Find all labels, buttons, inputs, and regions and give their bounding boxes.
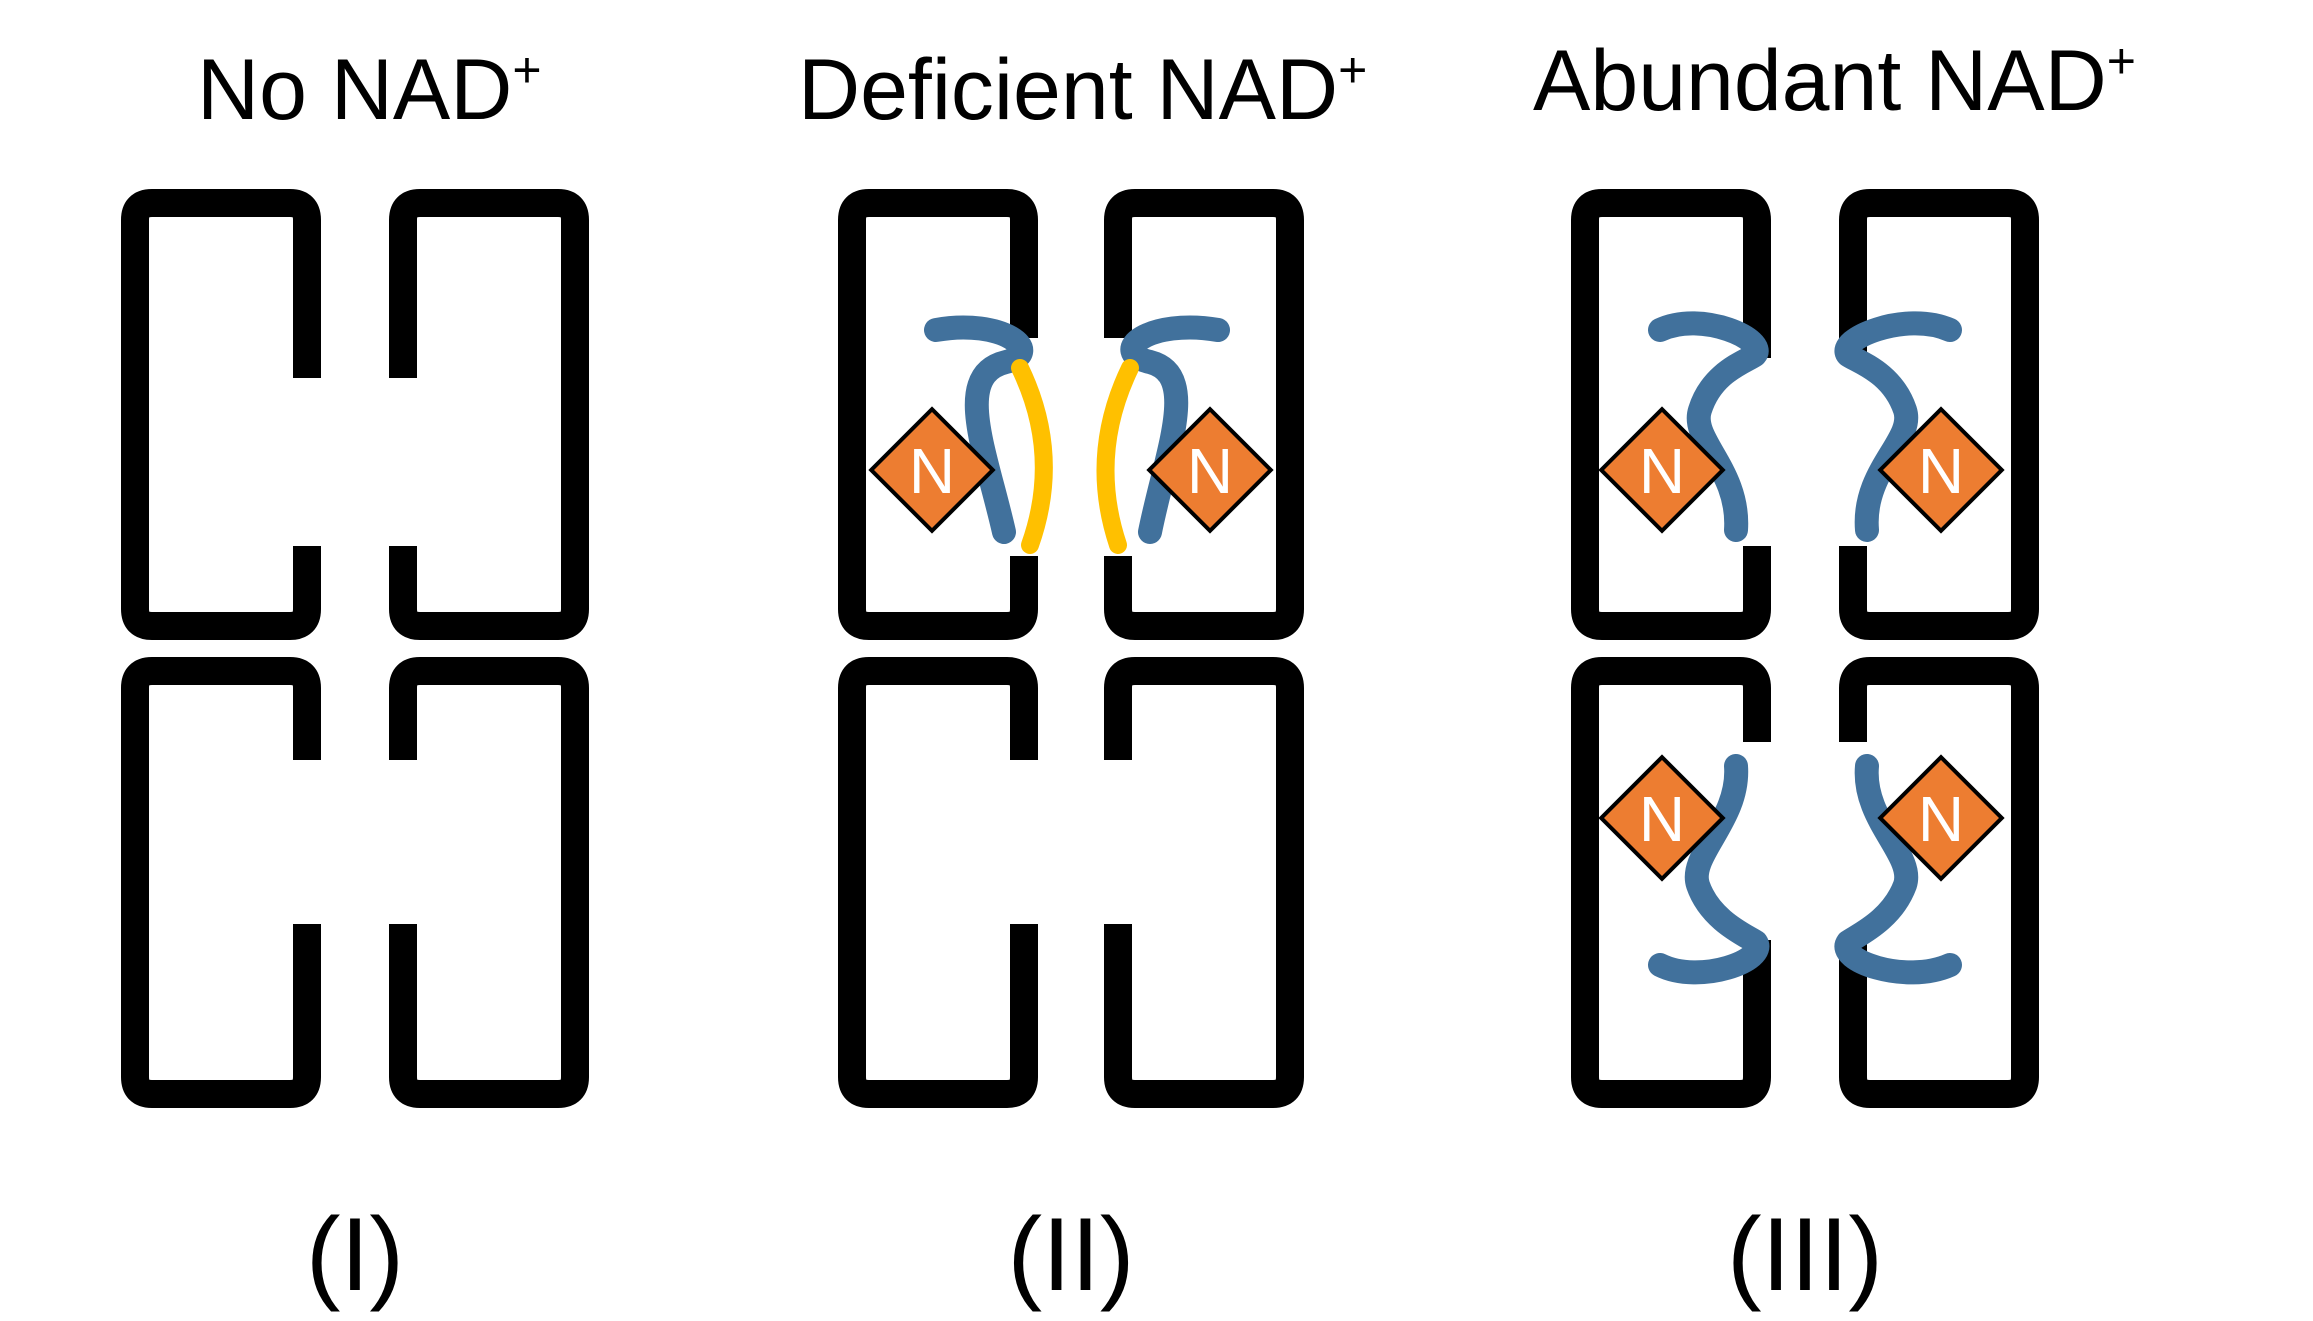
channel-box-left: [1571, 657, 1771, 1108]
nad-marker: N: [1146, 406, 1274, 534]
svg-text:Abundant NAD+: Abundant NAD+: [1533, 33, 2136, 129]
contact-arc-right: [1096, 359, 1139, 554]
chain-segment-right: [1834, 754, 1962, 985]
channel-box-right: [389, 189, 589, 640]
channel-box-left: [1571, 189, 1771, 640]
panel-title-main: Abundant NAD: [1533, 33, 2107, 129]
diamond-icon: [1598, 754, 1726, 882]
panel-title-main: Deficient NAD: [798, 42, 1338, 138]
svg-text:Deficient NAD+: Deficient NAD+: [798, 42, 1367, 138]
channel-box-left: [121, 189, 321, 640]
nad-label: N: [1639, 435, 1685, 507]
channel-box-left: [838, 657, 1038, 1108]
panel-title-2: Deficient NAD+: [798, 42, 1367, 138]
contact-arc-left: [1011, 359, 1053, 554]
panel-2: N N: [838, 189, 1304, 1108]
nad-marker: N: [1598, 754, 1726, 882]
panel-title-superscript: +: [2107, 33, 2136, 89]
panel-title-main: No NAD: [197, 42, 512, 138]
panel-numeral-1: (I): [306, 1197, 404, 1313]
nad-label: N: [1918, 435, 1964, 507]
diamond-icon: [868, 406, 996, 534]
channel-box-left: [121, 657, 321, 1108]
nad-marker: N: [1877, 754, 2005, 882]
svg-text:No NAD+: No NAD+: [197, 42, 542, 138]
diamond-icon: [1598, 406, 1726, 534]
panel-title-1: No NAD+: [197, 42, 542, 138]
nad-marker: N: [1877, 406, 2005, 534]
panel-3: N N N N: [1571, 189, 2039, 1108]
nad-marker: N: [1598, 406, 1726, 534]
diamond-icon: [1877, 754, 2005, 882]
panel-title-3: Abundant NAD+: [1533, 33, 2136, 129]
channel-box-right: [1839, 189, 2039, 640]
channel-box-right: [1104, 657, 1304, 1108]
panel-title-superscript: +: [512, 42, 541, 98]
nad-label: N: [1639, 783, 1685, 855]
channel-box-right: [1104, 189, 1304, 640]
diamond-icon: [1146, 406, 1274, 534]
channel-box-left: [838, 189, 1038, 640]
panel-title-superscript: +: [1338, 42, 1367, 98]
channel-box-right: [1839, 657, 2039, 1108]
nad-label: N: [909, 435, 955, 507]
panel-numeral-2: (II): [1007, 1197, 1134, 1313]
nad-label: N: [1187, 435, 1233, 507]
channel-box-right: [389, 657, 589, 1108]
chain-segment-left: [1648, 754, 1769, 985]
panel-numeral-3: (III): [1727, 1197, 1883, 1313]
nad-marker: N: [868, 406, 996, 534]
diamond-icon: [1877, 406, 2005, 534]
panel-1: [121, 189, 589, 1108]
nad-label: N: [1918, 783, 1964, 855]
